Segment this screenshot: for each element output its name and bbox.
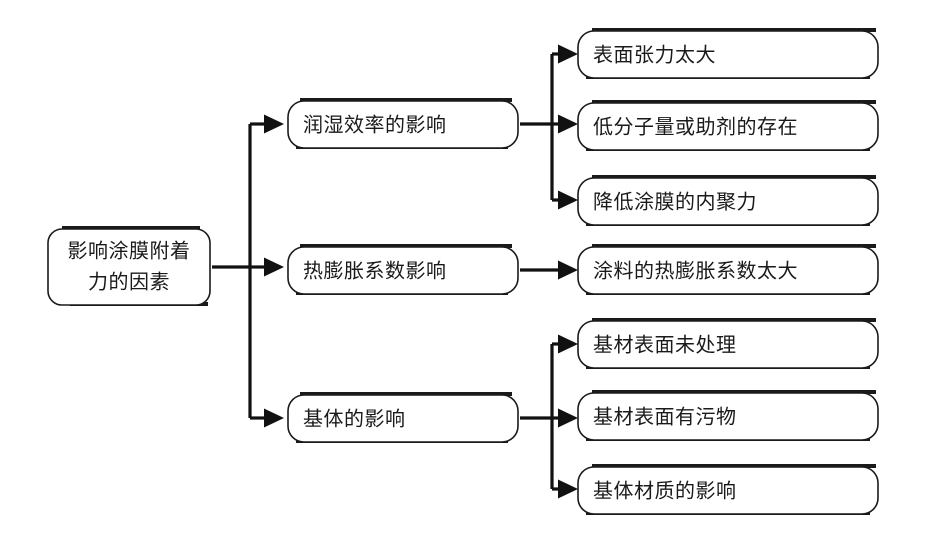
node-branch-substrate[interactable]: 基体的影响 [287, 392, 519, 443]
node-leaf-contaminated-surface[interactable]: 基材表面有污物 [577, 390, 879, 441]
arrowhead-substrate-leaf-1 [558, 334, 578, 354]
node-root-outline [47, 228, 211, 306]
node-leaf-2-top-bar [592, 100, 876, 104]
arrowhead-root-to-substrate [264, 408, 284, 428]
connector-group-substrate [520, 334, 578, 499]
node-leaf-untreated-surface[interactable]: 基材表面未处理 [577, 318, 879, 369]
node-branch-wetting-top-bar [300, 98, 512, 102]
node-leaf-6-label: 基材表面有污物 [593, 405, 737, 428]
node-leaf-7-outline [577, 466, 879, 515]
arrowhead-root-to-thermal [264, 257, 284, 277]
node-leaf-1-top-bar [592, 28, 876, 32]
node-branch-substrate-outline [287, 394, 519, 443]
node-root-label-line2: 力的因素 [88, 270, 170, 293]
node-leaf-surface-tension[interactable]: 表面张力太大 [577, 28, 879, 79]
arrowhead-wetting-leaf-1 [558, 44, 578, 64]
node-root[interactable]: 影响涂膜附着 力的因素 [47, 226, 211, 306]
node-leaf-reduced-cohesion[interactable]: 降低涂膜的内聚力 [577, 175, 879, 226]
node-leaf-4-label: 涂料的热膨胀系数太大 [593, 259, 798, 282]
node-leaf-6-top-bar [592, 390, 876, 394]
connector-group-root [212, 114, 284, 428]
node-leaf-2-outline [577, 102, 879, 151]
node-leaf-5-top-bar [592, 318, 876, 322]
node-leaf-3-outline [577, 177, 879, 226]
connector-group-thermal [520, 260, 578, 280]
node-leaf-3-top-bar [592, 175, 876, 179]
node-branch-wetting[interactable]: 润湿效率的影响 [287, 98, 519, 149]
node-branch-substrate-top-bar [300, 392, 512, 396]
connector-group-wetting [520, 44, 578, 210]
arrowhead-thermal-leaf-1 [558, 260, 578, 280]
arrowhead-substrate-leaf-2 [558, 408, 578, 428]
arrowhead-substrate-leaf-3 [558, 479, 578, 499]
node-leaf-low-mw-additive[interactable]: 低分子量或助剂的存在 [577, 100, 879, 151]
node-leaf-6-outline [577, 392, 879, 441]
arrowhead-root-to-wetting [264, 114, 284, 134]
node-leaf-4-top-bar [592, 244, 876, 248]
arrowhead-wetting-leaf-3 [558, 190, 578, 210]
node-leaf-3-label: 降低涂膜的内聚力 [593, 190, 757, 213]
node-leaf-1-outline [577, 30, 879, 79]
node-branch-substrate-label: 基体的影响 [303, 407, 406, 430]
node-branch-thermal[interactable]: 热膨胀系数影响 [287, 244, 519, 295]
node-leaf-5-outline [577, 320, 879, 369]
node-root-top-bar [62, 226, 200, 230]
node-leaf-substrate-material[interactable]: 基体材质的影响 [577, 464, 879, 515]
node-branch-wetting-outline [287, 100, 519, 149]
node-branch-thermal-label: 热膨胀系数影响 [303, 259, 447, 282]
node-root-label-line1: 影响涂膜附着 [68, 239, 191, 262]
node-leaf-5-label: 基材表面未处理 [593, 333, 737, 356]
node-leaf-coating-cte[interactable]: 涂料的热膨胀系数太大 [577, 244, 879, 295]
node-branch-thermal-top-bar [300, 244, 512, 248]
node-leaf-7-top-bar [592, 464, 876, 468]
node-leaf-4-outline [577, 246, 879, 295]
node-branch-thermal-outline [287, 246, 519, 295]
node-leaf-7-label: 基体材质的影响 [593, 479, 737, 502]
node-leaf-2-label: 低分子量或助剂的存在 [593, 115, 798, 138]
node-leaf-1-label: 表面张力太大 [593, 43, 716, 66]
node-branch-wetting-label: 润湿效率的影响 [303, 113, 447, 136]
arrowhead-wetting-leaf-2 [558, 114, 578, 134]
